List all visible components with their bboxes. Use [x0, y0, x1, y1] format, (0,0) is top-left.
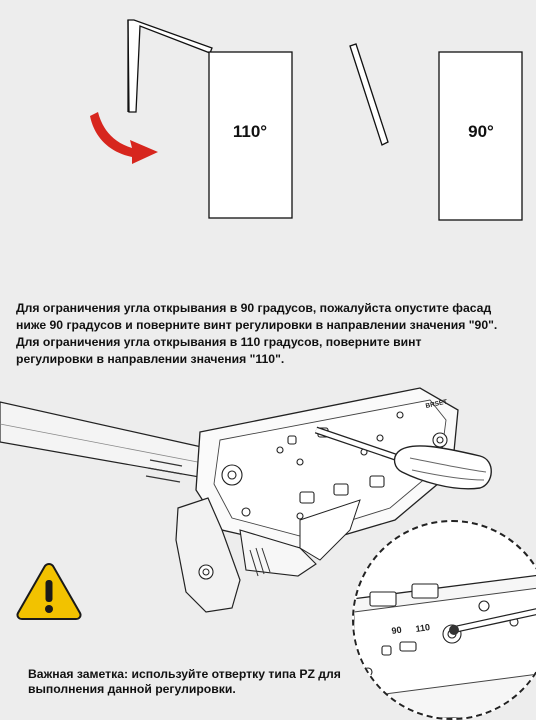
instructions-text: Для ограничения угла открывания в 90 гра… [16, 300, 522, 368]
door-110-illustration: 110° [90, 19, 293, 219]
important-note: Важная заметка: используйте отвертку тип… [28, 667, 388, 697]
cabinet-side-110 [208, 51, 293, 219]
zoom-inset-detail: 90 110 [354, 574, 536, 718]
instruction-line: Для ограничения угла открывания в 90 гра… [16, 301, 492, 315]
lift-mechanism-illustration: BRSET [0, 387, 492, 613]
screwdriver [314, 426, 492, 490]
instruction-line: Для ограничения угла открывания в 110 гр… [16, 335, 422, 349]
door-90-illustration: 90° [349, 43, 523, 221]
note-line: Важная заметка: используйте отвертку тип… [28, 667, 341, 681]
zoom-label-110: 110 [415, 622, 431, 634]
instruction-line: регулировки в направлении значения "110"… [16, 352, 285, 366]
note-line: выполнения данной регулировки. [28, 682, 236, 696]
lower-bracket [175, 497, 241, 613]
opening-angle-diagram: 110° 90° [90, 19, 523, 221]
angle-label-90: 90° [468, 122, 494, 141]
zoom-inset: 90 110 [352, 520, 536, 720]
warning-triangle-icon [16, 562, 82, 620]
zoom-label-90: 90 [391, 625, 402, 636]
instruction-line: ниже 90 градусов и поверните винт регули… [16, 318, 498, 332]
brand-mark: BRSET [425, 399, 448, 410]
cabinet-side-90 [438, 51, 523, 221]
angle-label-110: 110° [233, 122, 267, 141]
rotation-arrow-icon [90, 112, 158, 164]
lift-arm [0, 401, 216, 479]
